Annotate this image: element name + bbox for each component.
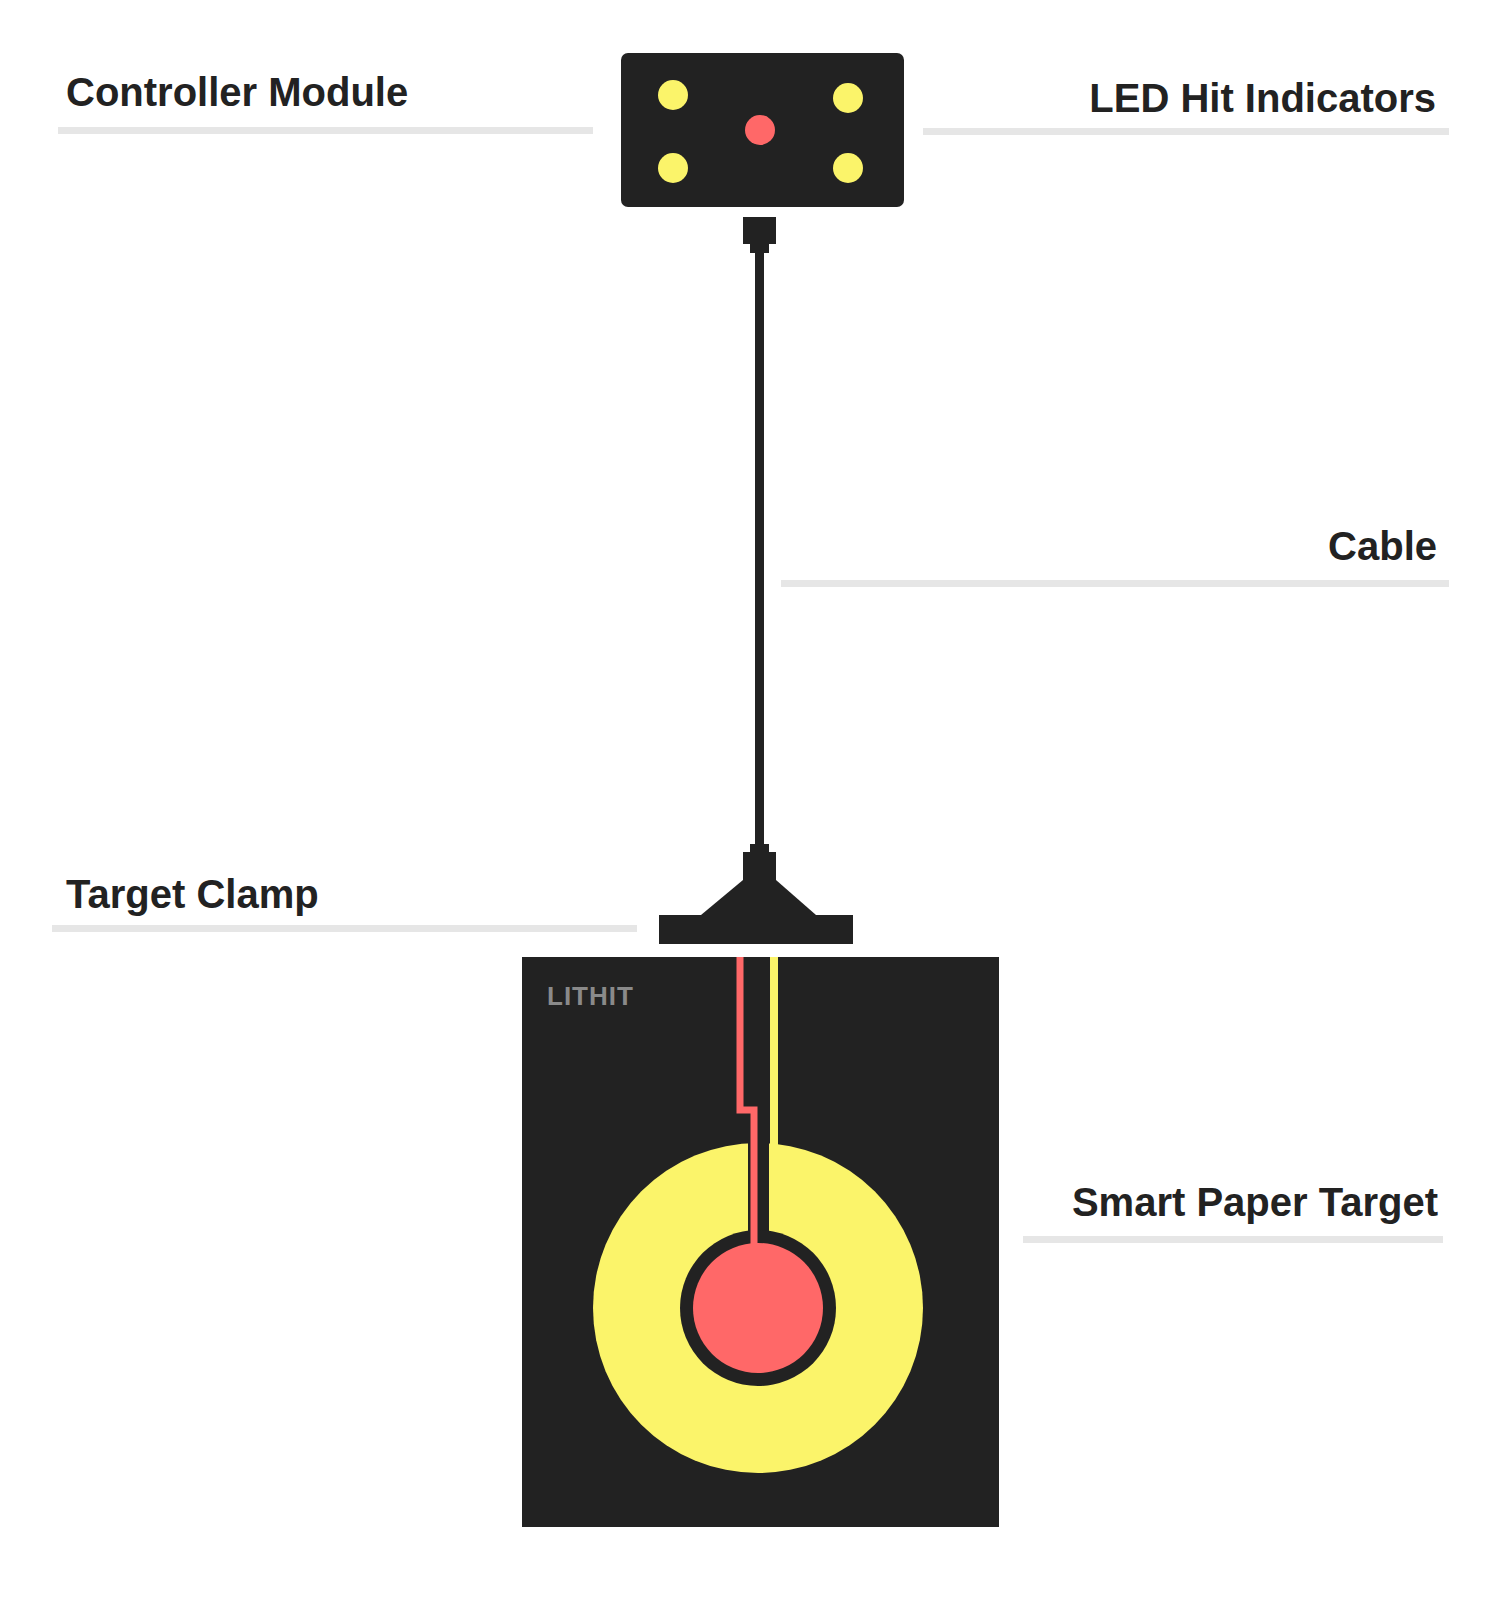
brand-watermark: LITHIT [547, 981, 634, 1011]
paper-target [522, 957, 999, 1527]
led-yellow [658, 153, 688, 183]
red-trace [740, 957, 754, 1245]
part-label: Smart Paper Target [1072, 1180, 1438, 1224]
led-yellow [658, 80, 688, 110]
cable [755, 252, 764, 850]
leader-bar [923, 128, 1449, 135]
cable-plug [750, 242, 769, 253]
led-yellow [833, 153, 863, 183]
yellow-trace [770, 957, 778, 1147]
led-red [745, 115, 775, 145]
inner-zone [693, 1243, 823, 1373]
target-clamp [701, 880, 816, 915]
cable-plug [743, 217, 776, 244]
part-label: Cable [1328, 524, 1437, 568]
leader-bar [781, 580, 1449, 587]
part-label: Controller Module [66, 70, 408, 114]
leader-bar [58, 127, 593, 134]
controller-module [621, 53, 904, 207]
leader-bar [52, 925, 637, 932]
leader-bar [1023, 1236, 1443, 1243]
cable-plug [743, 852, 776, 881]
part-label: Target Clamp [66, 872, 319, 916]
zone-gap [680, 1230, 836, 1386]
part-label: LED Hit Indicators [1089, 76, 1436, 120]
target-clamp [659, 915, 853, 944]
led-yellow [833, 83, 863, 113]
